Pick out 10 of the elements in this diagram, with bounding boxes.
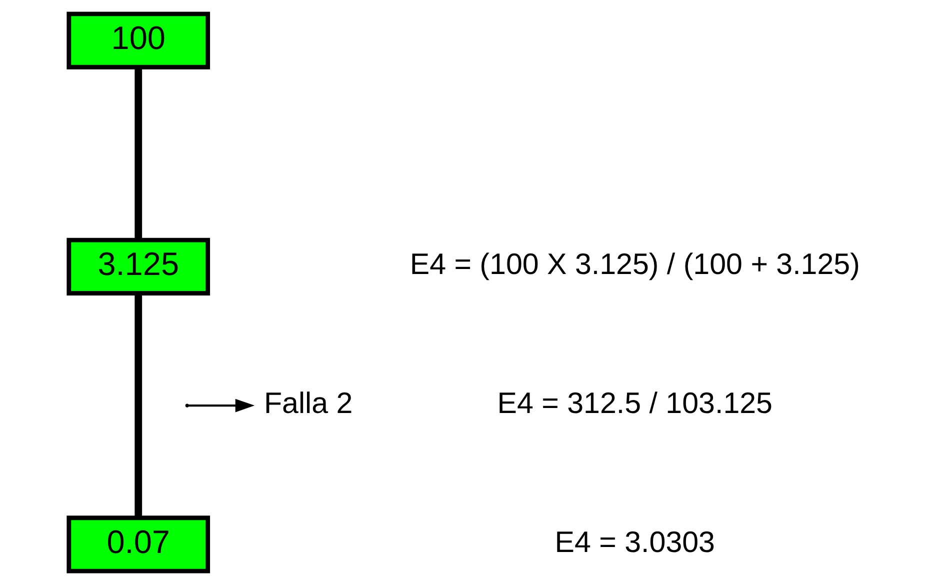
connector xyxy=(134,294,142,518)
connector xyxy=(134,67,142,240)
node-box: 3.125 xyxy=(66,238,210,296)
node-box: 100 xyxy=(66,12,210,70)
label: E4 = 312.5 / 103.125 xyxy=(496,386,772,420)
arrow xyxy=(188,398,254,412)
node-text: Falla 2 xyxy=(263,386,352,420)
label: E4 = 3.0303 xyxy=(554,526,714,559)
node-box: 0.07 xyxy=(66,516,210,574)
label: E4 = (100 X 3.125) / (100 + 3.125) xyxy=(409,248,860,282)
